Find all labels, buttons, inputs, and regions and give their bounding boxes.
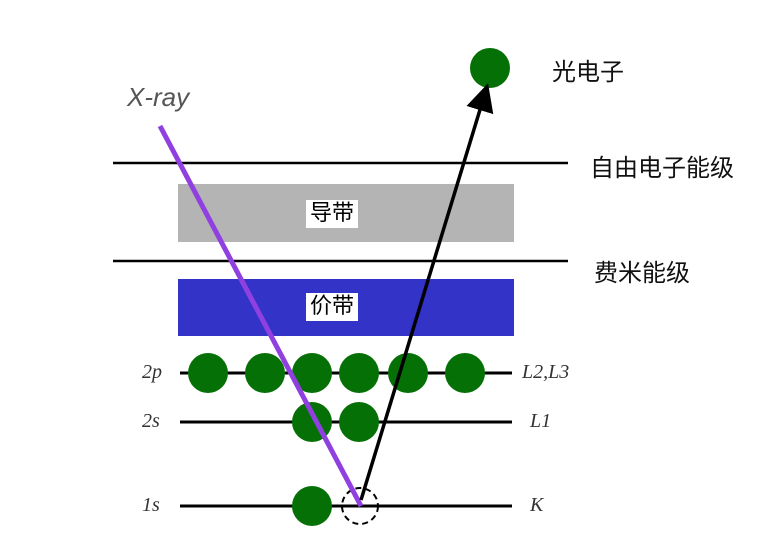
electron-1s: [292, 486, 332, 526]
valence-band-label: 价带: [306, 293, 359, 321]
vacancy-1s: [341, 487, 379, 525]
electron-2s: [339, 402, 379, 442]
electron-2p: [292, 353, 332, 393]
free-electron-level-label: 自由电子能级: [590, 154, 734, 182]
photoelectron-label: 光电子: [552, 58, 624, 86]
orbital-1s-label: 1s: [142, 494, 160, 516]
photoelectron: [470, 48, 510, 88]
fermi-level-label: 费米能级: [594, 259, 690, 287]
conduction-band-label: 导带: [306, 200, 359, 228]
electron-2p: [339, 353, 379, 393]
shell-k-label: K: [530, 494, 544, 516]
orbital-2s-label: 2s: [142, 410, 160, 432]
xray-beam: [157, 124, 364, 508]
electron-2p: [445, 353, 485, 393]
orbital-2p-label: 2p: [142, 361, 162, 383]
xray-label: X-ray: [127, 82, 190, 112]
shell-l1-label: L1: [530, 410, 552, 432]
electron-2p: [245, 353, 285, 393]
electron-2p: [188, 353, 228, 393]
shell-l2l3-label: L2,L3: [522, 361, 570, 383]
photoelectron-path-arrow: [359, 83, 494, 501]
